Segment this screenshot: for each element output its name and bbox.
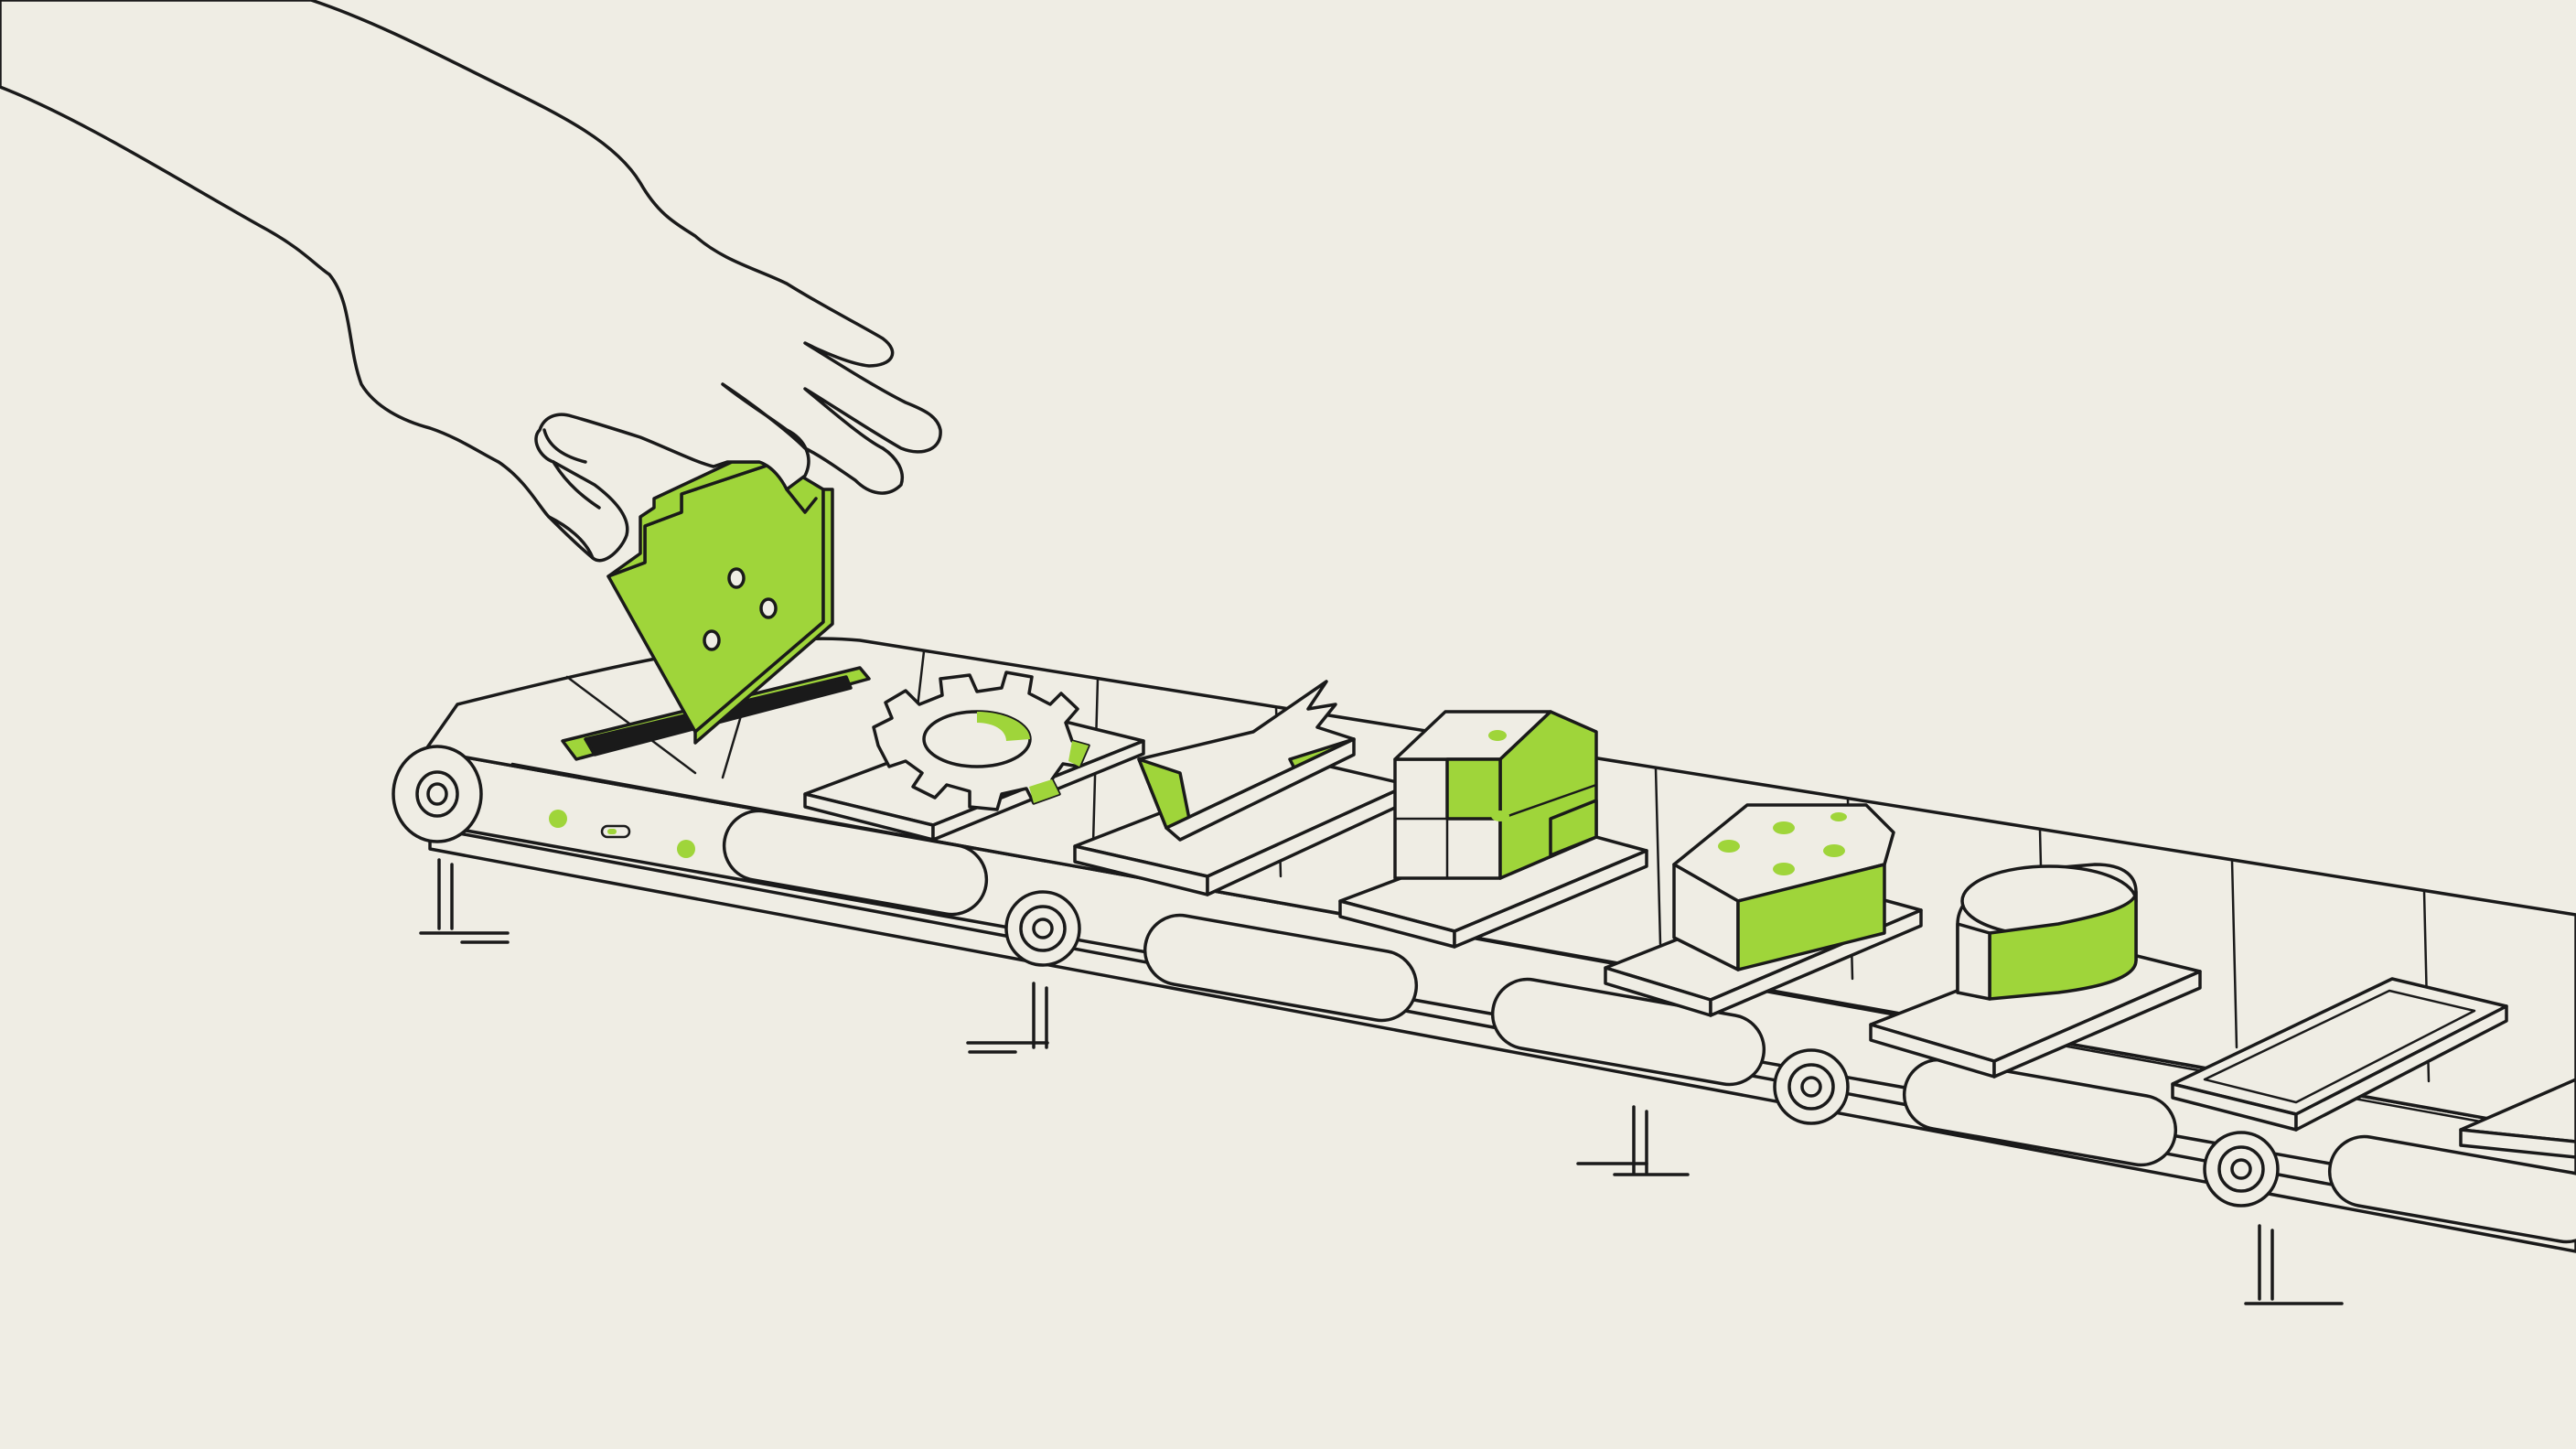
roller-capsule — [2327, 1134, 2576, 1244]
empty-plate-icon — [2459, 1078, 2576, 1159]
cube-station — [1338, 710, 1648, 949]
drive-wheel — [2203, 1131, 2280, 1208]
roller-capsule — [722, 809, 989, 917]
hand-icon — [0, 0, 942, 563]
head-pulley — [392, 745, 483, 843]
roller-capsule — [1490, 977, 1766, 1087]
notched-block-icon — [606, 460, 834, 745]
empty-plate-icon — [2171, 977, 2508, 1132]
lightning-bolt-icon — [1137, 680, 1356, 842]
belt-rollers — [722, 809, 2576, 1244]
perforated-station — [1604, 803, 1923, 1017]
gear-icon — [872, 671, 1090, 811]
status-lights — [549, 810, 695, 858]
gear-station — [803, 671, 1145, 842]
cube-stack-icon — [1393, 710, 1598, 880]
roller-capsule — [1143, 913, 1419, 1023]
perforated-block-icon — [1672, 803, 1895, 971]
status-light-right — [677, 840, 695, 858]
drive-wheel — [1773, 1048, 1850, 1125]
support-legs — [419, 858, 2344, 1305]
roller-capsule — [1902, 1057, 2178, 1167]
capsule-station — [1869, 863, 2202, 1079]
capsule-block-icon — [1956, 863, 2138, 1001]
hand-and-piece — [0, 0, 942, 745]
drive-wheel — [1004, 890, 1081, 967]
bolt-station — [1073, 680, 1411, 896]
status-light-left — [549, 810, 567, 828]
